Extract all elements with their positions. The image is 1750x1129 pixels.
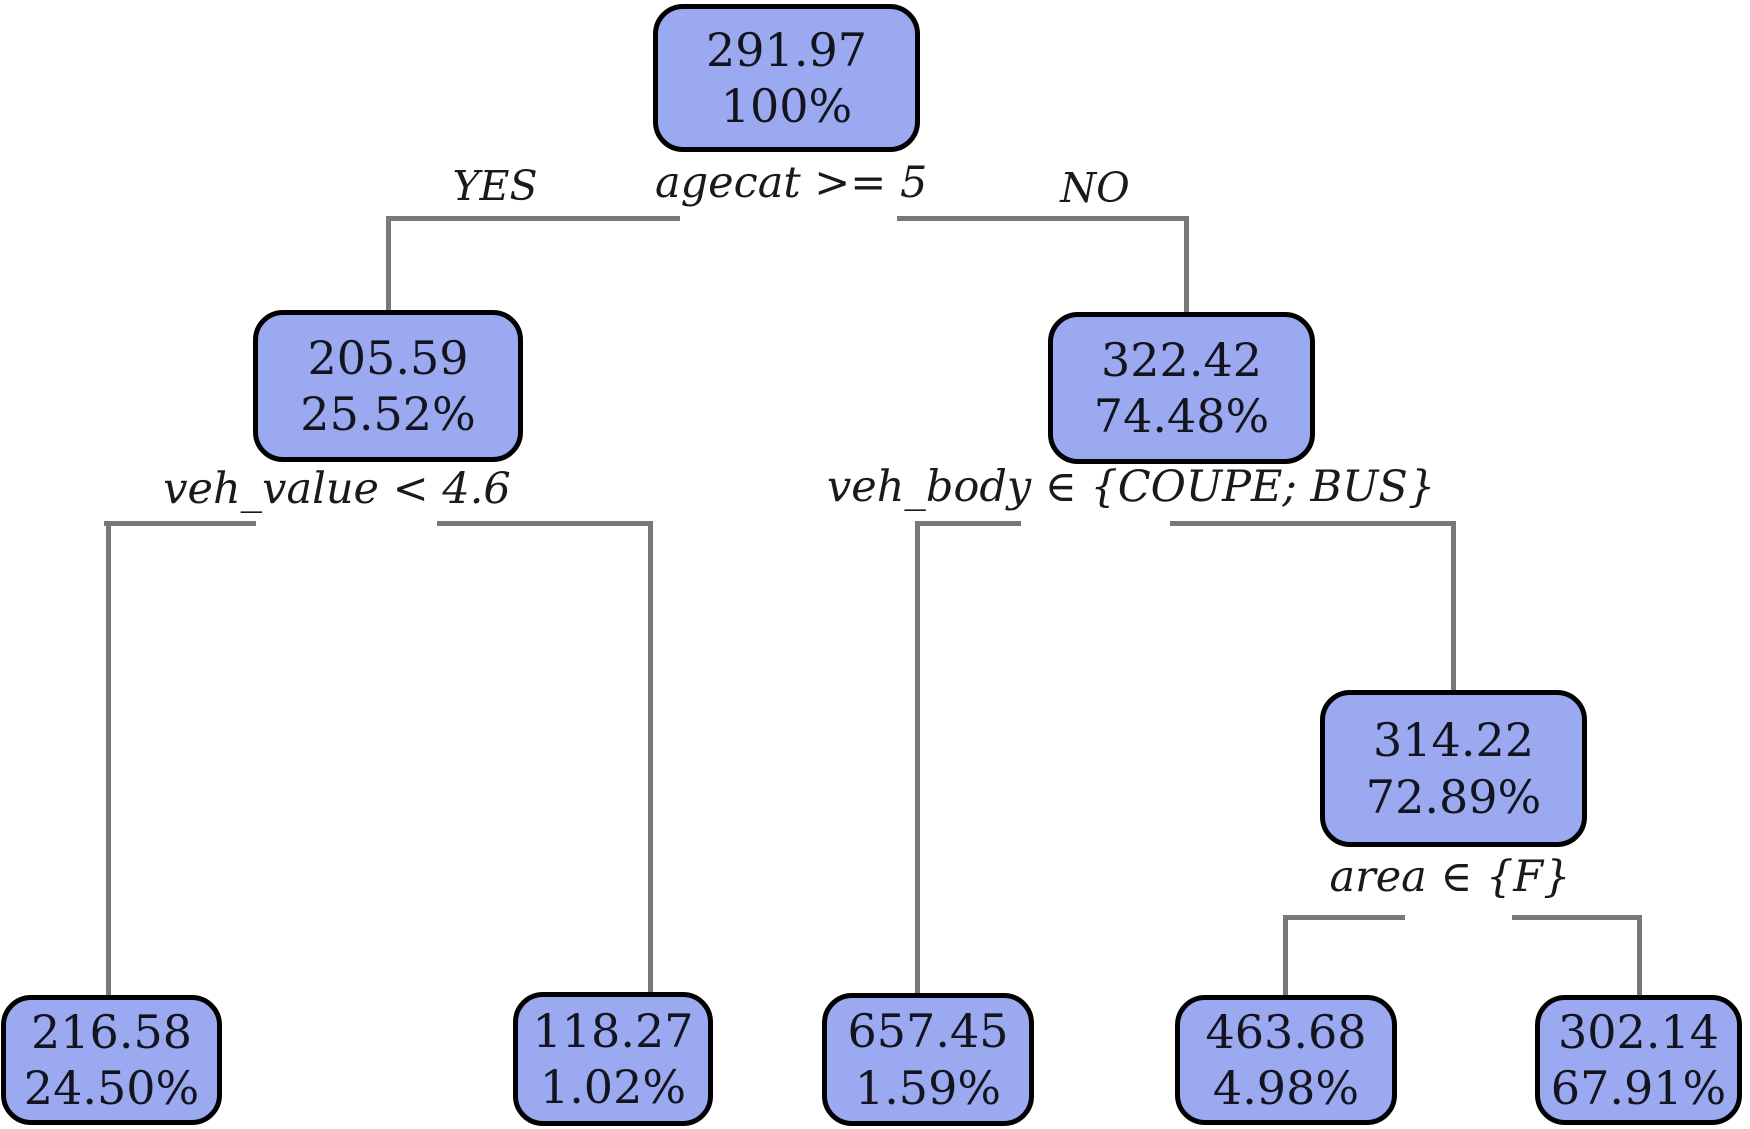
leaf-vehbody-yes-value: 657.45 [847, 1004, 1009, 1059]
leaf-vehvalue-no-percent: 1.02% [539, 1060, 687, 1114]
node-vehbody-no-value: 314.22 [1373, 713, 1534, 768]
node-agecat-no-percent: 74.48% [1093, 389, 1270, 443]
node-agecat-yes-percent: 25.52% [300, 387, 476, 441]
split-label-vehbody: veh_body ∈ {COUPE; BUS} [827, 462, 1436, 512]
leaf-vehvalue-no: 118.27 1.02% [513, 992, 713, 1126]
edge-yes-horizontal [388, 216, 680, 221]
branch-label-no: NO [1060, 164, 1130, 212]
node-root: 291.97 100% [653, 4, 920, 152]
edge-vehbody-yes-horizontal [915, 521, 1021, 526]
leaf-vehvalue-yes-percent: 24.50% [23, 1061, 200, 1115]
edge-vehbody-no-vertical [1451, 521, 1456, 692]
node-vehbody-no: 314.22 72.89% [1320, 690, 1587, 847]
edge-vehbody-no-horizontal [1170, 521, 1456, 526]
edge-vehvalue-yes-horizontal [104, 521, 256, 526]
node-agecat-yes-value: 205.59 [307, 330, 469, 385]
leaf-area-yes: 463.68 4.98% [1175, 995, 1397, 1125]
leaf-vehbody-yes-percent: 1.59% [854, 1060, 1002, 1115]
node-agecat-no-value: 322.42 [1101, 332, 1262, 387]
node-root-percent: 100% [720, 79, 853, 133]
node-vehbody-no-percent: 72.89% [1365, 769, 1542, 824]
leaf-area-yes-value: 463.68 [1205, 1004, 1367, 1059]
edge-vehvalue-yes-vertical [106, 521, 111, 997]
leaf-area-yes-percent: 4.98% [1212, 1061, 1360, 1115]
split-label-agecat: agecat >= 5 [655, 158, 928, 208]
leaf-area-no-percent: 67.91% [1550, 1061, 1727, 1115]
edge-vehvalue-no-horizontal [437, 521, 653, 526]
split-label-vehvalue: veh_value < 4.6 [163, 464, 511, 514]
edge-area-yes-horizontal [1283, 915, 1405, 920]
edge-vehvalue-no-vertical [648, 521, 653, 994]
edge-area-no-vertical [1637, 915, 1642, 997]
edge-area-yes-vertical [1283, 915, 1288, 997]
node-agecat-no: 322.42 74.48% [1048, 312, 1315, 464]
leaf-vehvalue-no-value: 118.27 [532, 1003, 694, 1058]
branch-label-yes: YES [452, 162, 538, 210]
edge-no-horizontal [897, 216, 1189, 221]
leaf-vehbody-yes: 657.45 1.59% [822, 993, 1034, 1126]
node-agecat-yes: 205.59 25.52% [253, 310, 523, 462]
edge-no-vertical [1184, 216, 1189, 314]
edge-vehbody-yes-vertical [915, 521, 920, 995]
edge-area-no-horizontal [1512, 915, 1642, 920]
node-root-value: 291.97 [706, 22, 867, 77]
leaf-area-no: 302.14 67.91% [1535, 995, 1742, 1125]
leaf-vehvalue-yes: 216.58 24.50% [1, 995, 222, 1125]
leaf-vehvalue-yes-value: 216.58 [31, 1004, 192, 1059]
edge-yes-vertical [386, 216, 391, 312]
leaf-area-no-value: 302.14 [1558, 1004, 1719, 1059]
split-label-area: area ∈ {F} [1329, 852, 1571, 902]
